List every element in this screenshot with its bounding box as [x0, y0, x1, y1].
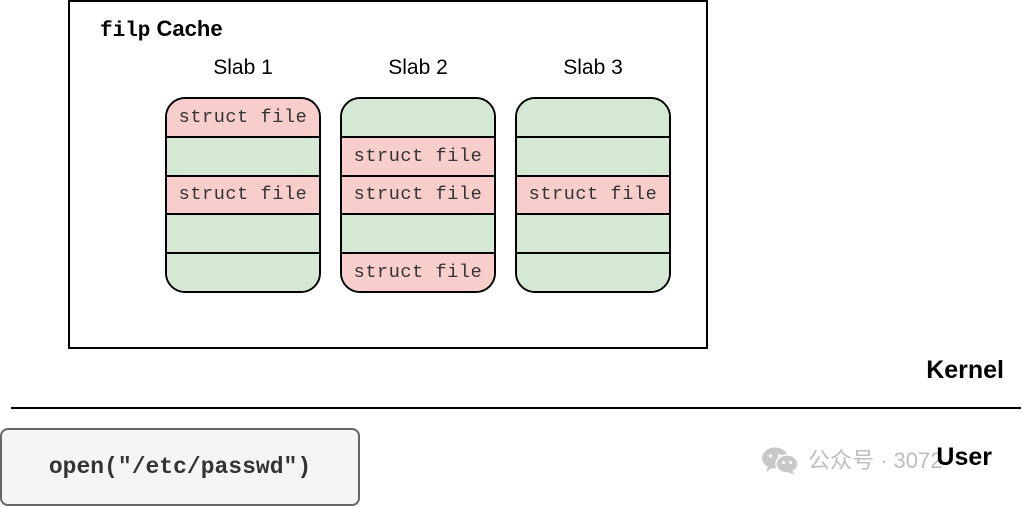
slab-2-label: Slab 2 — [388, 56, 448, 79]
slab-3-slot-1 — [517, 99, 669, 136]
slab-3-slot-2 — [517, 135, 669, 175]
slab-2-slot-4 — [342, 213, 494, 253]
slab-3-slot-5 — [517, 252, 669, 291]
slab-2: struct file struct file struct file — [340, 97, 496, 293]
slab-1-slot-3: struct file — [167, 174, 319, 214]
slab-1-slot-4 — [167, 213, 319, 253]
user-label: User — [936, 443, 992, 471]
slab-2-slot-1 — [342, 99, 494, 136]
wechat-icon — [762, 447, 799, 475]
cache-title: filp Cache — [100, 14, 223, 47]
slab-1: struct file struct file — [165, 97, 321, 293]
watermark: 公众号 · 3072 — [760, 446, 943, 476]
slab-3-slot-3: struct file — [517, 174, 669, 214]
slab-2-slot-2: struct file — [342, 135, 494, 175]
watermark-text: 公众号 · 3072 — [808, 448, 943, 473]
slab-1-slot-2 — [167, 135, 319, 175]
slab-3: struct file — [515, 97, 671, 293]
cache-title-rest: Cache — [150, 16, 223, 41]
slab-2-slot-5: struct file — [342, 252, 494, 291]
slab-3-label: Slab 3 — [563, 56, 623, 79]
slab-1-slot-5 — [167, 252, 319, 291]
cache-title-mono: filp — [100, 20, 151, 43]
slab-3-slot-4 — [517, 213, 669, 253]
kernel-user-divider — [11, 407, 1021, 409]
kernel-label: Kernel — [926, 356, 1004, 384]
slab-1-slot-1: struct file — [167, 99, 319, 136]
syscall-box: open("/etc/passwd") — [0, 428, 360, 506]
slab-2-slot-3: struct file — [342, 174, 494, 214]
slab-1-label: Slab 1 — [213, 56, 273, 79]
